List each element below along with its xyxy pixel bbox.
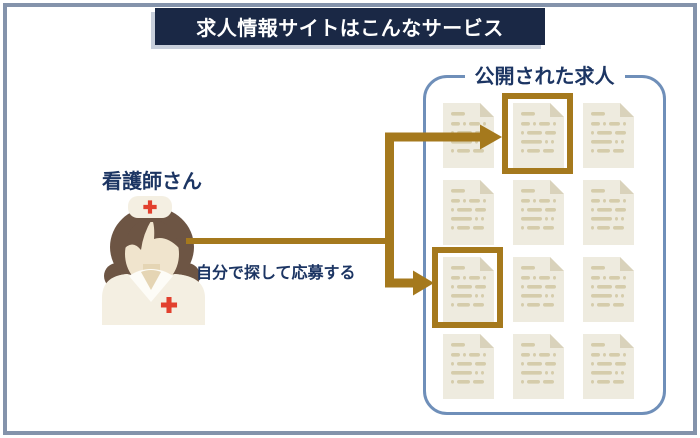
job-posting-doc [513, 180, 564, 245]
job-posting-doc [583, 257, 634, 322]
document-icon [443, 257, 494, 322]
job-posting-doc [443, 334, 494, 399]
document-icon [513, 103, 564, 168]
hair-fringe-right [152, 219, 179, 248]
jobs-panel: 公開された求人 [423, 64, 666, 415]
document-icon [583, 103, 634, 168]
document-icon [513, 257, 564, 322]
job-posting-doc [443, 180, 494, 245]
document-icon [443, 103, 494, 168]
document-icon [513, 334, 564, 399]
document-icon [443, 180, 494, 245]
document-icon [583, 334, 634, 399]
job-posting-doc [432, 247, 503, 328]
job-posting-doc [513, 334, 564, 399]
job-posting-doc [583, 180, 634, 245]
title-banner: 求人情報サイトはこんなサービス [155, 8, 545, 45]
hair-fringe-left [125, 219, 152, 250]
outer-frame [3, 3, 697, 435]
job-posting-doc [443, 103, 494, 168]
nurse-label: 看護師さん [102, 171, 202, 193]
document-icon [513, 180, 564, 245]
self-apply-label: 自分で探して応募する [196, 265, 356, 282]
job-postings-grid [432, 93, 634, 399]
job-posting-doc [502, 93, 573, 174]
job-posting-doc [583, 103, 634, 168]
document-icon [583, 180, 634, 245]
job-posting-doc [583, 334, 634, 399]
title-banner-text: 求人情報サイトはこんなサービス [196, 18, 504, 40]
document-icon [443, 334, 494, 399]
jobs-panel-title: 公開された求人 [464, 64, 625, 90]
document-icon [583, 257, 634, 322]
job-posting-doc [513, 257, 564, 322]
uniform-body2 [102, 274, 205, 325]
nurse-avatar-icon [102, 196, 205, 325]
chest-skin [141, 270, 161, 290]
